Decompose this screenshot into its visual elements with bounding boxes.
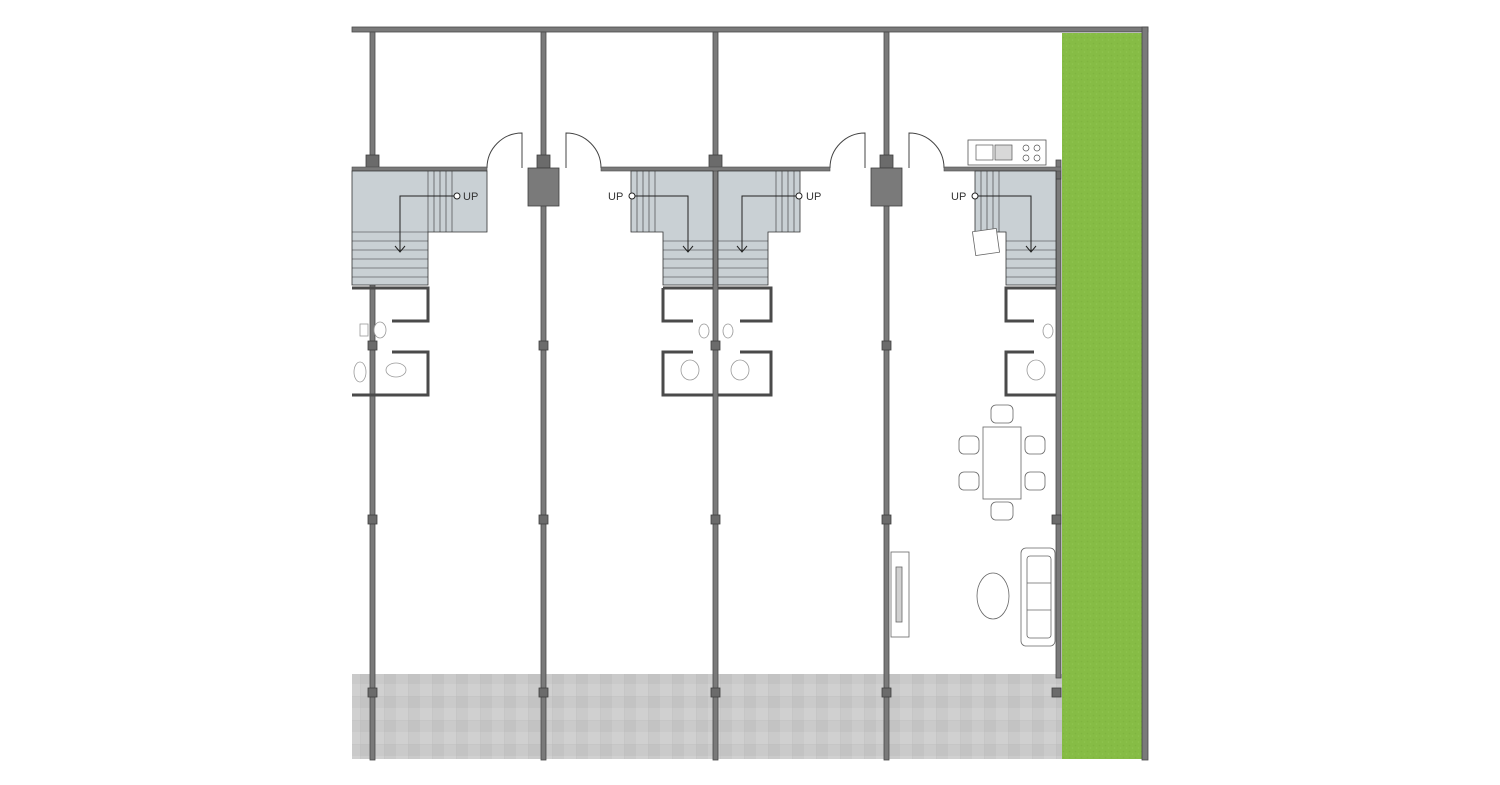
- party-wall-4: [883, 31, 890, 761]
- stair-arrow-icon: [394, 245, 406, 253]
- kitchen-counter-icon: [967, 139, 1047, 166]
- party-wall-2: [540, 31, 547, 761]
- core-blocks: [527, 167, 903, 207]
- party-walls: [369, 31, 1062, 761]
- chair-icon: [958, 471, 980, 491]
- column: [1051, 514, 1062, 525]
- party-wall-5: [1055, 159, 1062, 679]
- chair-icon: [990, 404, 1014, 424]
- column: [879, 154, 894, 169]
- column: [538, 687, 549, 698]
- column: [881, 340, 892, 351]
- toilet-icon: [353, 321, 407, 383]
- chair-icon: [990, 501, 1014, 521]
- bathroom-unit-b: [661, 286, 773, 397]
- chair-icon: [1024, 435, 1046, 455]
- right-wall: [1141, 26, 1149, 761]
- column: [881, 687, 892, 698]
- stair-unit-a: UP: [351, 170, 488, 286]
- sofa-icon: [1020, 547, 1056, 647]
- coffee-table-icon: [976, 572, 1010, 620]
- up-label: UP: [608, 191, 623, 203]
- stair-unit-c: UP: [951, 170, 1057, 286]
- up-label: UP: [463, 191, 478, 203]
- toilet-icon: [680, 323, 750, 381]
- column: [536, 154, 551, 169]
- column: [1051, 687, 1062, 698]
- column: [710, 514, 721, 525]
- lawn-strip: [1062, 33, 1142, 759]
- up-label: UP: [806, 191, 821, 203]
- stair-unit-b: UP UP: [608, 170, 821, 286]
- column: [708, 154, 723, 169]
- tv-unit-icon: [890, 551, 910, 638]
- top-wall: [351, 26, 1149, 33]
- paving-area: [352, 674, 1062, 759]
- stair-arrow-icon: [736, 245, 748, 253]
- column: [367, 340, 378, 351]
- ledges: [351, 166, 1062, 172]
- core-block: [870, 167, 903, 207]
- column: [710, 340, 721, 351]
- column: [538, 340, 549, 351]
- column: [367, 687, 378, 698]
- bathroom-unit-c: [1004, 286, 1056, 397]
- dining-table-icon: [958, 404, 1046, 521]
- sink-icon: [975, 144, 994, 161]
- column: [710, 687, 721, 698]
- up-label: UP: [951, 191, 966, 203]
- column: [367, 514, 378, 525]
- column: [365, 154, 380, 169]
- bathroom-unit-a: [352, 286, 430, 397]
- column: [538, 514, 549, 525]
- stair-arrow-icon: [1025, 245, 1037, 253]
- door-swing-icon: [486, 132, 945, 169]
- column: [881, 514, 892, 525]
- chair-icon: [1024, 471, 1046, 491]
- party-wall-3: [712, 31, 719, 761]
- chair-icon: [971, 227, 1001, 257]
- core-block: [527, 167, 560, 207]
- stair-arrow-icon: [682, 245, 694, 253]
- toilet-icon: [1026, 323, 1054, 381]
- chair-icon: [958, 435, 980, 455]
